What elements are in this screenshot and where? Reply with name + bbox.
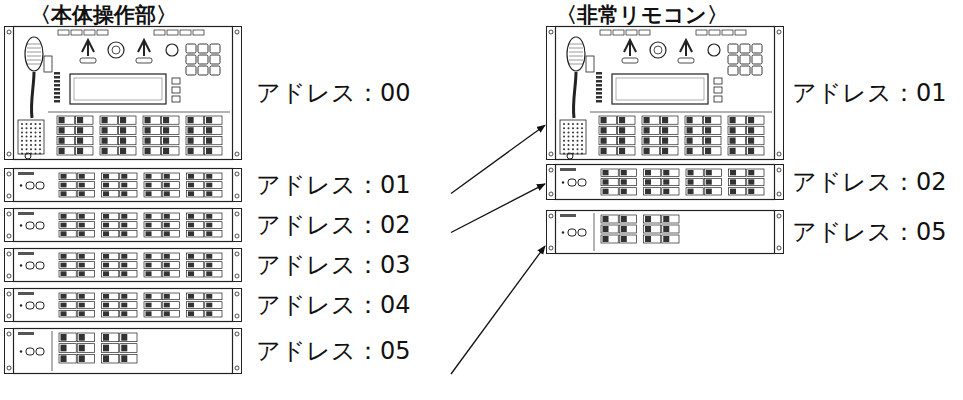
device-illustration: [4, 248, 242, 282]
section-heading: 〈非常リモコン〉: [556, 2, 728, 28]
device-unit: [5, 169, 242, 202]
device-illustration: [4, 168, 242, 202]
rack-unit: アドレス：05: [546, 210, 951, 254]
device-unit: [547, 165, 784, 200]
address-label: アドレス：05: [256, 337, 411, 365]
device-illustration: [546, 210, 784, 254]
connector-arrow: [451, 184, 545, 233]
rack-unit: アドレス：02: [546, 164, 951, 200]
rack-unit: アドレス：00: [4, 26, 451, 160]
connector-arrow: [451, 125, 545, 193]
device-illustration: [4, 26, 242, 160]
device-illustration: [4, 208, 242, 242]
section-heading: 〈本体操作部〉: [30, 2, 177, 28]
rack-unit: アドレス：03: [4, 248, 451, 282]
address-label: アドレス：01: [256, 171, 411, 199]
connector-arrow: [451, 246, 545, 374]
device-unit: [547, 27, 784, 160]
device-unit: [5, 329, 242, 374]
device-illustration: [546, 26, 784, 160]
device-illustration: [546, 164, 784, 200]
address-label: アドレス：05: [792, 218, 947, 246]
device-unit: [547, 211, 784, 254]
device-illustration: [4, 328, 242, 374]
device-unit: [5, 27, 242, 160]
rack-unit: アドレス：01: [546, 26, 951, 160]
rack-unit: アドレス：05: [4, 328, 451, 374]
rack-unit: アドレス：04: [4, 288, 451, 322]
address-label: アドレス：02: [256, 211, 411, 239]
address-label: アドレス：03: [256, 251, 411, 279]
address-label: アドレス：00: [256, 79, 411, 107]
rack-unit: アドレス：02: [4, 208, 451, 242]
address-label: アドレス：02: [792, 168, 947, 196]
device-unit: [5, 249, 242, 282]
address-label: アドレス：01: [792, 79, 947, 107]
address-label: アドレス：04: [256, 291, 411, 319]
rack-unit: アドレス：01: [4, 168, 451, 202]
device-illustration: [4, 288, 242, 322]
device-unit: [5, 209, 242, 242]
device-unit: [5, 289, 242, 322]
